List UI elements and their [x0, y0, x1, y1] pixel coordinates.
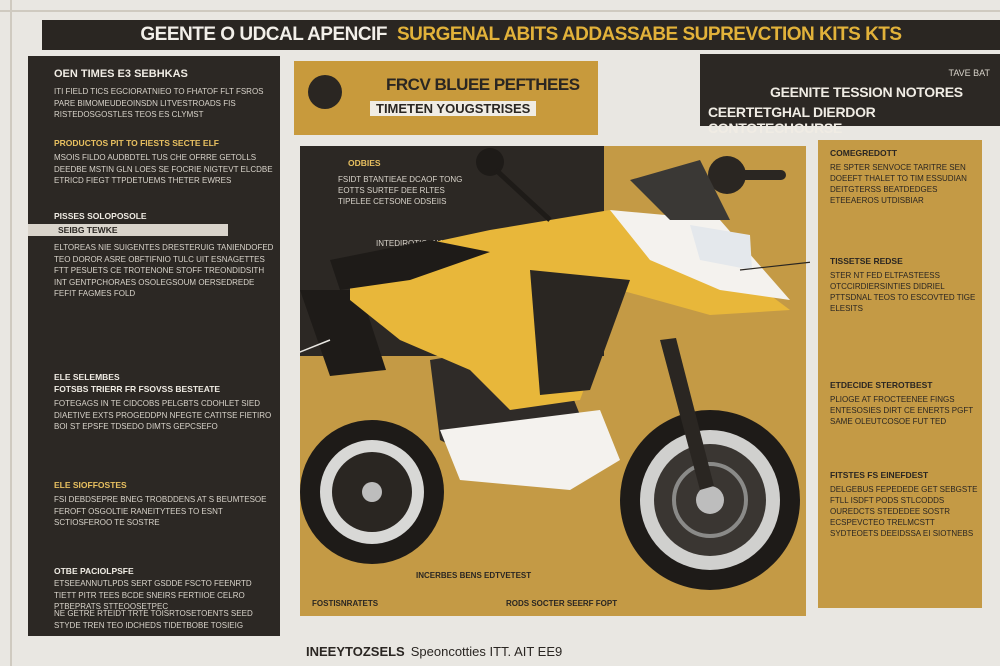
left-text-block-7: NE GETRE RTEIDT TRTE TOISRTOSETOENTS SEE…: [54, 609, 253, 630]
right-heading-2: TISSETSE REDSE: [830, 256, 903, 266]
center-banner-line-2: TIMETEN YOUGSTRISES: [370, 101, 537, 116]
windscreen: [630, 160, 730, 220]
right-text-1: RE SPTER SENVOCE TARITRE SEN DOEEFT THAL…: [830, 163, 967, 205]
footer-strong: INEEYTOZSELS: [306, 643, 405, 659]
left-text-block-2: MSOIS FILDO AUDBDTEL TUS CHE OFRRE GETOL…: [54, 153, 273, 185]
center-top-banner: FRCV BLUEE PEFTHEES TIMETEN YOUGSTRISES: [294, 61, 598, 135]
rear-wheel: [300, 420, 444, 564]
left-text-block-5: FSI DEBDSEPRE BNEG TROBDDENS AT S BEUMTE…: [54, 495, 267, 527]
front-wheel: [620, 410, 800, 590]
center-banner-line-1: FRCV BLUEE PEFTHEES: [386, 75, 580, 94]
right-top-banner: TAVE BAT GEENITE TESSION NOTORES CEERTET…: [700, 54, 1000, 136]
right-heading-3: ETDECIDE STEROTBEST: [830, 380, 933, 390]
right-heading-1: COMEGREDOTT: [830, 148, 898, 158]
right-text-4: DELGEBUS FEPEDEDE GET SEBGSTE FTLL ISDFT…: [830, 485, 978, 538]
right-banner-line-1: GEENITE TESSION NOTORES: [770, 84, 963, 100]
callout-line-right: [739, 261, 810, 271]
footer-normal: Speoncotties ITT. AIT EE9: [410, 643, 563, 659]
left-subheading-2: PISSES SOLOPOSOLE: [54, 211, 147, 221]
title-bar: GEENTE O UDCAL APENCIF SURGENAL ABITS AD…: [42, 20, 1000, 50]
left-subheading-6: OTBE PACIOLPSFE: [54, 566, 134, 576]
right-banner-line-2: CEERTETGHAL DIERDOR CONTOTECHOURSE: [708, 104, 876, 136]
right-info-panel: COMEGREDOTT RE SPTER SENVOCE TARITRE SEN…: [818, 140, 982, 608]
left-subheading-4: FOTSBS TRIERR FR FSOVSS BESTEATE: [54, 384, 221, 394]
mirror-stem: [494, 168, 552, 222]
front-fork: [660, 338, 714, 490]
circle-bullet-icon: [708, 156, 746, 194]
callout-text-1: FSIDT BTANTIEAE DCAOF TONG EOTTS SURTEF …: [338, 175, 463, 206]
callout-heading-1: ODBIES: [348, 158, 381, 168]
frame-line-left: [10, 0, 12, 666]
left-text-block-3: ELTOREAS NIE SUIGENTES DRESTERUIG TANIEN…: [54, 243, 274, 298]
frame-line-top: [0, 10, 1000, 12]
title-left: GEENTE O UDCAL APENCIF: [140, 24, 387, 45]
motorcycle-illustration: [290, 148, 810, 590]
title-right: SURGENAL ABITS ADDASSABE SUPREVCTION KIT…: [396, 24, 902, 45]
left-text-block-1: ITI FIELD TICS EGCIORATNIEO TO FHATOF FL…: [54, 87, 264, 119]
left-text-block-6: ETSEEANNUTLPDS SERT GSDDE FSCTO FEENRTD …: [54, 579, 252, 611]
fairing-graphic: [530, 270, 630, 395]
left-info-panel: OEN TIMES E3 SEBHKAS ITI FIELD TICS EGCI…: [28, 56, 280, 636]
right-heading-4: FITSTES FS EINEFDEST: [830, 470, 929, 480]
headlight: [690, 225, 752, 270]
right-text-2: STER NT FED ELTFASTEESS OTCCIRDIERSINTIE…: [830, 271, 976, 313]
footer-caption: INEEYTOZSELS Speoncotties ITT. AIT EE9: [300, 636, 1000, 666]
left-text-block-4: FOTEGAGS IN TE CIDCOBS PELGBTS CDOHLET S…: [54, 399, 272, 431]
left-subheading-5: ELE SIOFFOSTES: [54, 480, 127, 490]
right-banner-small-text: TAVE BAT: [948, 68, 990, 78]
pointer-bar-icon: [740, 170, 786, 180]
left-subheading-3: ELE SELEMBES: [54, 372, 120, 382]
seat: [330, 240, 490, 290]
callout-line-left: [290, 339, 331, 357]
left-subheading-1: PRODUCTOS PIT TO FIESTS SECTE ELF: [54, 138, 219, 148]
lower-fairing: [440, 410, 620, 490]
callout-text-5: RODS SOCTER SEERF FOPT: [506, 599, 618, 608]
left-strip-label: SEIBG TEWKE: [28, 224, 228, 236]
right-text-3: PLIOGE AT FROCTEENEE FINGS ENTESOSIES DI…: [830, 395, 973, 426]
circle-bullet-icon: [308, 75, 342, 109]
callout-text-3: INCERBES BENS EDTVETEST: [416, 571, 532, 580]
callout-text-4: FOSTISNRATETS: [312, 599, 379, 608]
left-panel-heading: OEN TIMES E3 SEBHKAS: [54, 68, 188, 80]
